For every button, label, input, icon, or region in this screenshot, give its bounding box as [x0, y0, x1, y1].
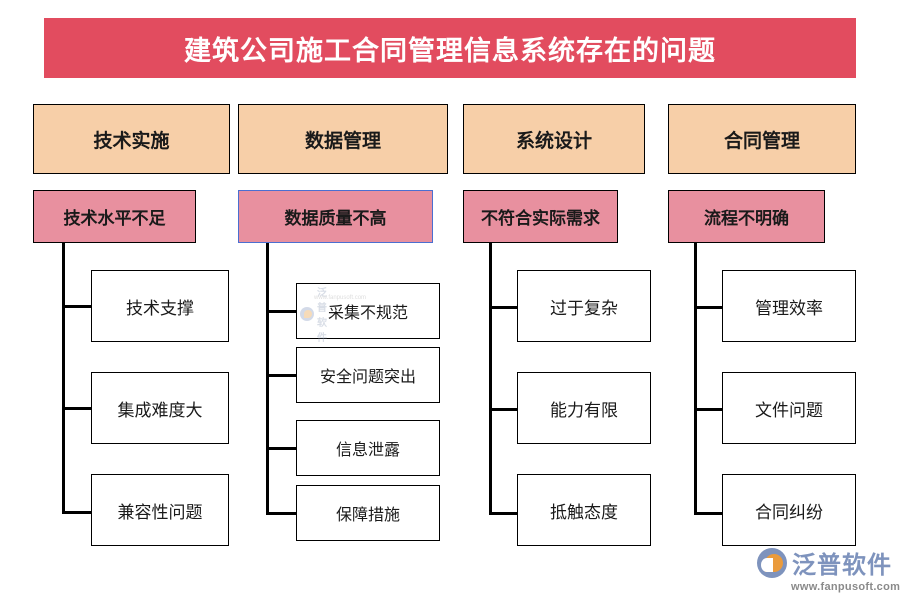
leaf-box-3-2[interactable]: 能力有限	[517, 372, 651, 444]
leaf-box-2-3-label: 信息泄露	[335, 442, 400, 459]
connector-branch-1-2	[62, 407, 92, 410]
leaf-box-2-1-label: 采集不规范	[327, 305, 408, 322]
leaf-box-3-3[interactable]: 抵触态度	[517, 474, 651, 546]
problem-box-4-label: 流程不明确	[704, 209, 789, 228]
connector-branch-2-2	[266, 374, 297, 377]
connector-branch-4-1	[694, 306, 723, 309]
problem-box-1[interactable]: 技术水平不足	[33, 190, 196, 243]
leaf-box-3-3-label: 抵触态度	[550, 502, 618, 522]
connector-branch-2-3	[266, 447, 297, 450]
connector-branch-3-2	[489, 408, 518, 411]
brand-row: 泛普软件	[757, 545, 897, 580]
leaf-box-2-2-label: 安全问题突出	[319, 369, 416, 386]
leaf-box-2-3[interactable]: 信息泄露	[296, 420, 440, 476]
connector-branch-2-4	[266, 512, 297, 515]
leaf-box-4-2[interactable]: 文件问题	[722, 372, 856, 444]
leaf-box-3-2-label: 能力有限	[550, 400, 618, 420]
leaf-box-3-1-label: 过于复杂	[550, 298, 618, 318]
category-header-4-label: 合同管理	[723, 130, 800, 152]
leaf-box-4-3[interactable]: 合同纠纷	[722, 474, 856, 546]
connector-branch-1-3	[62, 511, 92, 514]
category-header-3-label: 系统设计	[515, 130, 592, 152]
problem-box-4[interactable]: 流程不明确	[668, 190, 825, 243]
connector-branch-4-3	[694, 512, 723, 515]
connector-branch-1-1	[62, 305, 92, 308]
connector-branch-3-1	[489, 306, 518, 309]
leaf-box-2-4-label: 保障措施	[335, 507, 400, 524]
leaf-box-1-3[interactable]: 兼容性问题	[91, 474, 229, 546]
leaf-box-1-1-label: 技术支撑	[126, 298, 194, 318]
leaf-box-4-2-label: 文件问题	[755, 400, 823, 420]
problem-box-1-label: 技术水平不足	[63, 209, 166, 228]
brand-name: 泛普软件	[792, 552, 892, 579]
problem-box-3-label: 不符合实际需求	[481, 209, 600, 228]
category-header-1[interactable]: 技术实施	[33, 104, 230, 174]
leaf-box-2-2[interactable]: 安全问题突出	[296, 347, 440, 403]
connector-trunk-1	[62, 243, 65, 514]
leaf-box-2-4[interactable]: 保障措施	[296, 485, 440, 541]
category-header-2-label: 数据管理	[304, 130, 381, 152]
category-header-1-label: 技术实施	[93, 130, 170, 152]
page-title: 建筑公司施工合同管理信息系统存在的问题	[184, 35, 716, 66]
leaf-box-1-3-label: 兼容性问题	[117, 502, 203, 522]
connector-trunk-4	[694, 243, 697, 515]
leaf-box-3-1[interactable]: 过于复杂	[517, 270, 651, 342]
connector-branch-4-2	[694, 408, 723, 411]
connector-trunk-3	[489, 243, 492, 515]
leaf-box-1-2[interactable]: 集成难度大	[91, 372, 229, 444]
brand-logo: 泛普软件 www.fanpusoft.com	[757, 545, 900, 593]
leaf-box-4-1[interactable]: 管理效率	[722, 270, 856, 342]
brand-url: www.fanpusoft.com	[791, 581, 900, 593]
leaf-box-4-3-label: 合同纠纷	[755, 502, 823, 522]
problem-box-2-label: 数据质量不高	[284, 209, 387, 228]
leaf-box-1-2-label: 集成难度大	[117, 400, 203, 420]
leaf-box-2-1[interactable]: 采集不规范	[296, 283, 440, 339]
problem-box-3[interactable]: 不符合实际需求	[463, 190, 618, 243]
connector-branch-3-3	[489, 512, 518, 515]
category-header-2[interactable]: 数据管理	[238, 104, 448, 174]
leaf-box-1-1[interactable]: 技术支撑	[91, 270, 229, 342]
leaf-box-4-1-label: 管理效率	[755, 298, 823, 318]
connector-branch-2-1	[266, 310, 297, 313]
problem-box-2[interactable]: 数据质量不高	[238, 190, 433, 243]
connector-trunk-2	[266, 243, 269, 515]
category-header-3[interactable]: 系统设计	[463, 104, 645, 174]
title-banner: 建筑公司施工合同管理信息系统存在的问题	[44, 18, 856, 78]
fanpu-logo-icon	[757, 547, 787, 578]
category-header-4[interactable]: 合同管理	[668, 104, 856, 174]
